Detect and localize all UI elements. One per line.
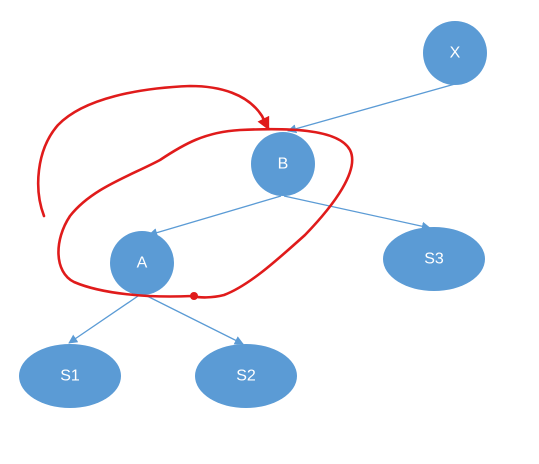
node-a-shape — [110, 231, 174, 295]
node-s1-shape — [19, 344, 121, 408]
node-b-shape — [251, 132, 315, 196]
node-s1[interactable]: S1 — [19, 344, 121, 408]
node-s3-label: S3 — [424, 251, 444, 268]
edge-b-a — [148, 195, 282, 238]
node-x[interactable]: X — [423, 21, 487, 85]
node-a[interactable]: A — [110, 231, 174, 295]
node-a-label: A — [137, 255, 148, 272]
node-s2[interactable]: S2 — [195, 344, 297, 408]
node-s3[interactable]: S3 — [383, 227, 485, 291]
edge-b-s3 — [283, 195, 431, 231]
rotation-arrow — [36, 84, 270, 218]
edge-x-b — [287, 83, 456, 134]
node-x-label: X — [450, 45, 461, 62]
node-s2-shape — [195, 344, 297, 408]
node-x-shape — [423, 21, 487, 85]
node-s3-shape — [383, 227, 485, 291]
node-b-label: B — [278, 156, 289, 173]
edge-a-s2 — [142, 293, 244, 345]
node-s1-label: S1 — [60, 368, 80, 385]
edge-a-s1 — [68, 293, 142, 344]
node-s2-label: S2 — [236, 368, 256, 385]
selection-loop — [57, 127, 354, 299]
node-b[interactable]: B — [251, 132, 315, 196]
loop-end-dot — [190, 292, 198, 300]
